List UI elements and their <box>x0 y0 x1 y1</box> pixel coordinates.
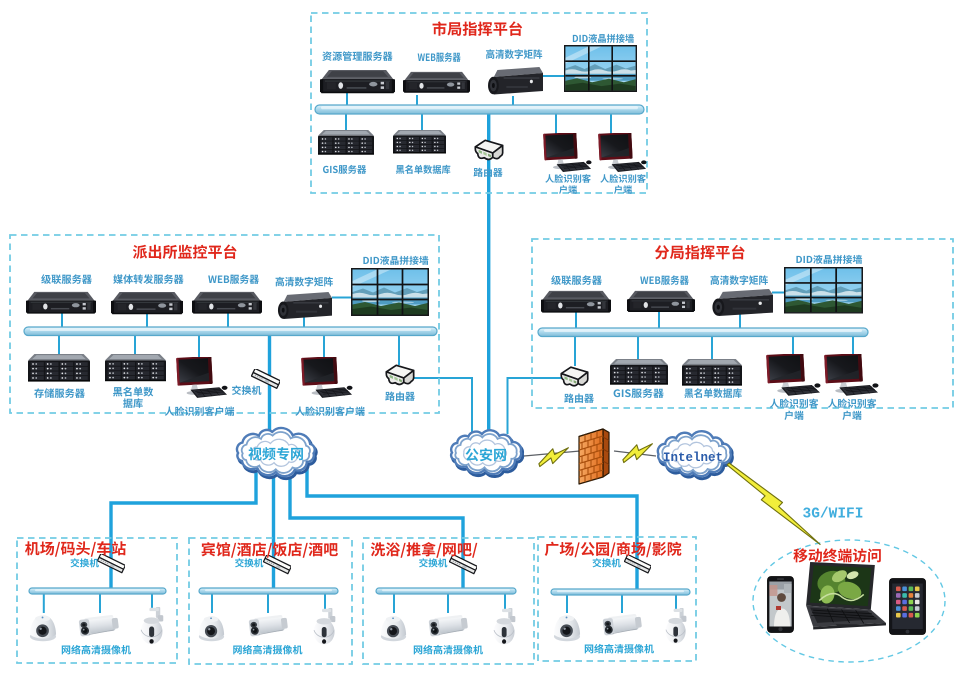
svg-text:3G/WIFI: 3G/WIFI <box>803 507 864 523</box>
svg-text:Intelnet: Intelnet <box>663 451 723 465</box>
